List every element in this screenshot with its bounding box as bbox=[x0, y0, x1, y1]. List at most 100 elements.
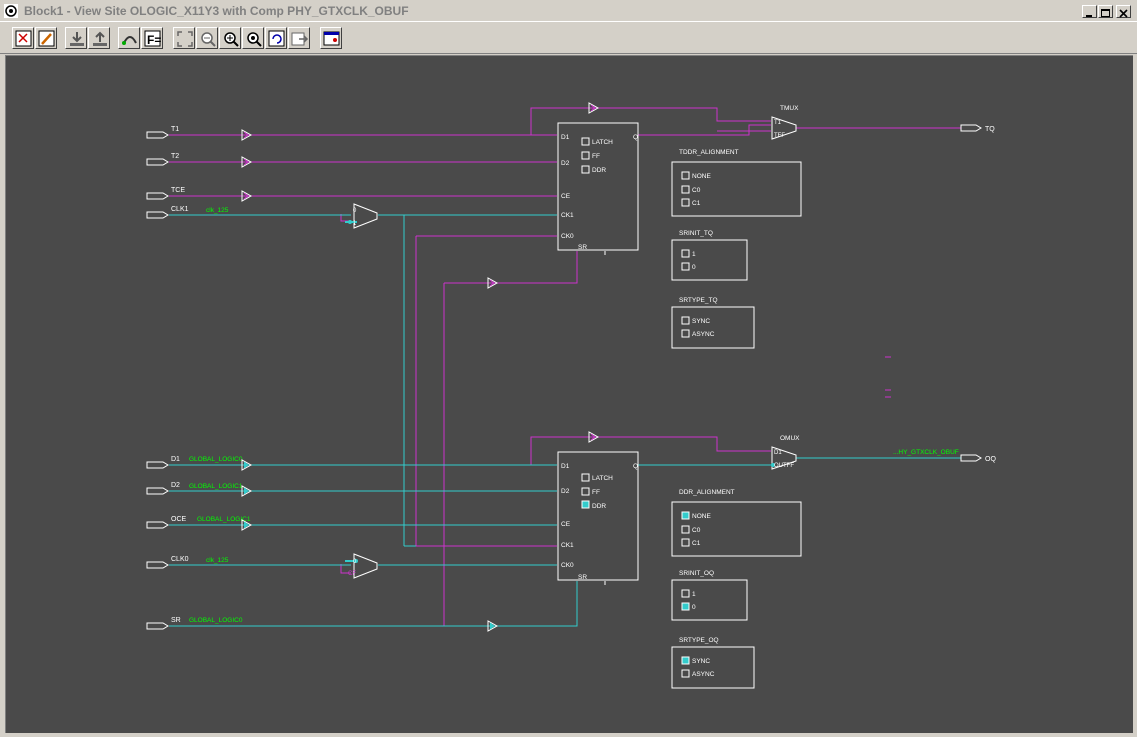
tff-latch-checkbox[interactable] bbox=[581, 137, 590, 146]
tmux[interactable]: TMUX T1 TFF bbox=[771, 105, 799, 140]
label-sr: SR bbox=[171, 617, 181, 624]
port-clk0[interactable] bbox=[146, 561, 169, 569]
tff-pin-sr: SR bbox=[578, 244, 587, 251]
tff-block[interactable]: D1 D2 CE CK1 CK0 SR Q LATCH FF DDR bbox=[557, 122, 639, 251]
off-pin-d2: D2 bbox=[561, 488, 570, 495]
download-button[interactable] bbox=[65, 27, 87, 49]
export-button[interactable] bbox=[288, 27, 310, 49]
srtype-tq-async-checkbox[interactable] bbox=[681, 329, 690, 338]
ddr-none-label: NONE bbox=[692, 513, 711, 520]
srtype-oq-title: SRTYPE_OQ bbox=[679, 637, 719, 644]
minimize-button[interactable] bbox=[1082, 5, 1097, 18]
tff-pin-ce: CE bbox=[561, 193, 571, 200]
port-oce[interactable] bbox=[146, 521, 169, 529]
refresh-button[interactable] bbox=[265, 27, 287, 49]
tddr-none-label: NONE bbox=[692, 173, 711, 180]
srinit-tq-1-checkbox[interactable] bbox=[681, 249, 690, 258]
port-tq[interactable] bbox=[960, 124, 982, 132]
off-ddr-checkbox[interactable] bbox=[581, 500, 590, 509]
tddr-c0-checkbox[interactable] bbox=[681, 185, 690, 194]
tff-ddr-checkbox[interactable] bbox=[581, 165, 590, 174]
zoom-in-button[interactable] bbox=[219, 27, 241, 49]
port-clk1[interactable] bbox=[146, 211, 169, 219]
zoom-out-button[interactable] bbox=[196, 27, 218, 49]
properties-button[interactable] bbox=[320, 27, 342, 49]
srtype-oq-async-label: ASYNC bbox=[692, 671, 715, 678]
buffer-sr-upper[interactable] bbox=[487, 277, 499, 289]
ddr-c1-checkbox[interactable] bbox=[681, 538, 690, 547]
port-sr[interactable] bbox=[146, 622, 169, 630]
clock-mux-ck1[interactable]: 0 1 bbox=[345, 203, 378, 229]
buffer-oce[interactable] bbox=[241, 519, 253, 531]
srtype-oq-async-checkbox[interactable] bbox=[681, 669, 690, 678]
close-button[interactable] bbox=[1116, 5, 1131, 18]
zoom-area-button[interactable] bbox=[242, 27, 264, 49]
buffer-tce[interactable] bbox=[241, 190, 253, 202]
buffer-upper-feedback[interactable] bbox=[588, 102, 600, 114]
off-pin-ce: CE bbox=[561, 521, 571, 528]
net-label-oq: ...HY_GTXCLK_OBUF bbox=[893, 449, 959, 456]
select-icon bbox=[15, 30, 32, 47]
schematic-canvas[interactable]: T1 T2 TCE CLK1 D1 D2 OCE CLK0 SR TQ OQ c… bbox=[5, 55, 1133, 733]
select-button[interactable] bbox=[12, 27, 34, 49]
off-block[interactable]: D1 D2 CE CK1 CK0 SR Q LATCH FF DDR bbox=[557, 451, 639, 581]
ddr-c0-checkbox[interactable] bbox=[681, 525, 690, 534]
srinit-oq-0-checkbox[interactable] bbox=[681, 602, 690, 611]
label-d1: D1 bbox=[171, 456, 180, 463]
app-icon bbox=[4, 4, 18, 18]
label-tce: TCE bbox=[171, 187, 185, 194]
input-ports bbox=[146, 124, 982, 630]
buffer-lower-feedback[interactable] bbox=[588, 431, 600, 443]
port-tce[interactable] bbox=[146, 192, 169, 200]
clock-mux-ck0[interactable]: 0 CF bbox=[345, 553, 378, 579]
srtype-oq-sync-checkbox[interactable] bbox=[681, 656, 690, 665]
maximize-button[interactable] bbox=[1098, 5, 1113, 18]
zoom-fit-icon bbox=[177, 31, 193, 47]
off-pin-ck0: CK0 bbox=[561, 562, 574, 569]
buffer-d1[interactable] bbox=[241, 459, 253, 471]
buffer-d2[interactable] bbox=[241, 485, 253, 497]
off-pin-d1: D1 bbox=[561, 463, 570, 470]
download-icon bbox=[70, 32, 84, 46]
title-bar: Block1 - View Site OLOGIC_X11Y3 with Com… bbox=[0, 0, 1137, 22]
tff-latch-label: LATCH bbox=[592, 139, 613, 146]
buffer-t1[interactable] bbox=[241, 129, 253, 141]
upload-button[interactable] bbox=[88, 27, 110, 49]
net-labels: clk_125 GLOBAL_LOGIC0 GLOBAL_LOGIC1 GLOB… bbox=[189, 207, 959, 624]
buffer-t2[interactable] bbox=[241, 156, 253, 168]
tddr-c1-checkbox[interactable] bbox=[681, 198, 690, 207]
attribute-panels: TDDR_ALIGNMENT NONE C0 C1 SRINIT_TQ 1 0 … bbox=[671, 149, 802, 689]
port-t1[interactable] bbox=[146, 131, 169, 139]
srtype-oq-panel bbox=[671, 646, 755, 689]
zoom-out-icon bbox=[201, 32, 216, 47]
label-tq: TQ bbox=[985, 126, 995, 133]
omux[interactable]: OMUX D1 OUTFF bbox=[771, 435, 800, 470]
port-d2[interactable] bbox=[146, 487, 169, 495]
refresh-icon bbox=[268, 30, 285, 47]
zoom-fit-button[interactable] bbox=[173, 27, 195, 49]
ddr-none-checkbox[interactable] bbox=[681, 511, 690, 520]
off-latch-checkbox[interactable] bbox=[581, 473, 590, 482]
label-t2: T2 bbox=[171, 153, 179, 160]
edit-button[interactable] bbox=[35, 27, 57, 49]
port-oq[interactable] bbox=[960, 454, 982, 462]
srtype-tq-sync-checkbox[interactable] bbox=[681, 316, 690, 325]
port-d1[interactable] bbox=[146, 461, 169, 469]
tddr-none-checkbox[interactable] bbox=[681, 171, 690, 180]
srinit-oq-1-checkbox[interactable] bbox=[681, 589, 690, 598]
srinit-oq-panel bbox=[671, 579, 748, 621]
port-t2[interactable] bbox=[146, 158, 169, 166]
schematic-svg: T1 T2 TCE CLK1 D1 D2 OCE CLK0 SR TQ OQ c… bbox=[146, 102, 996, 689]
route-button[interactable] bbox=[118, 27, 140, 49]
srinit-tq-0-checkbox[interactable] bbox=[681, 262, 690, 271]
srtype-oq-sync-label: SYNC bbox=[692, 658, 710, 665]
off-ff-checkbox[interactable] bbox=[581, 487, 590, 496]
clkmux1-in1: 0 bbox=[353, 208, 357, 214]
tff-ff-checkbox[interactable] bbox=[581, 151, 590, 160]
label-clk0: CLK0 bbox=[171, 556, 189, 563]
srinit-oq-0-label: 0 bbox=[692, 604, 696, 611]
clkmux1-in2: 1 bbox=[353, 221, 357, 227]
function-button[interactable]: F= bbox=[141, 27, 163, 49]
buffer-sr[interactable] bbox=[487, 620, 499, 632]
toolbar: F= bbox=[0, 22, 1137, 54]
